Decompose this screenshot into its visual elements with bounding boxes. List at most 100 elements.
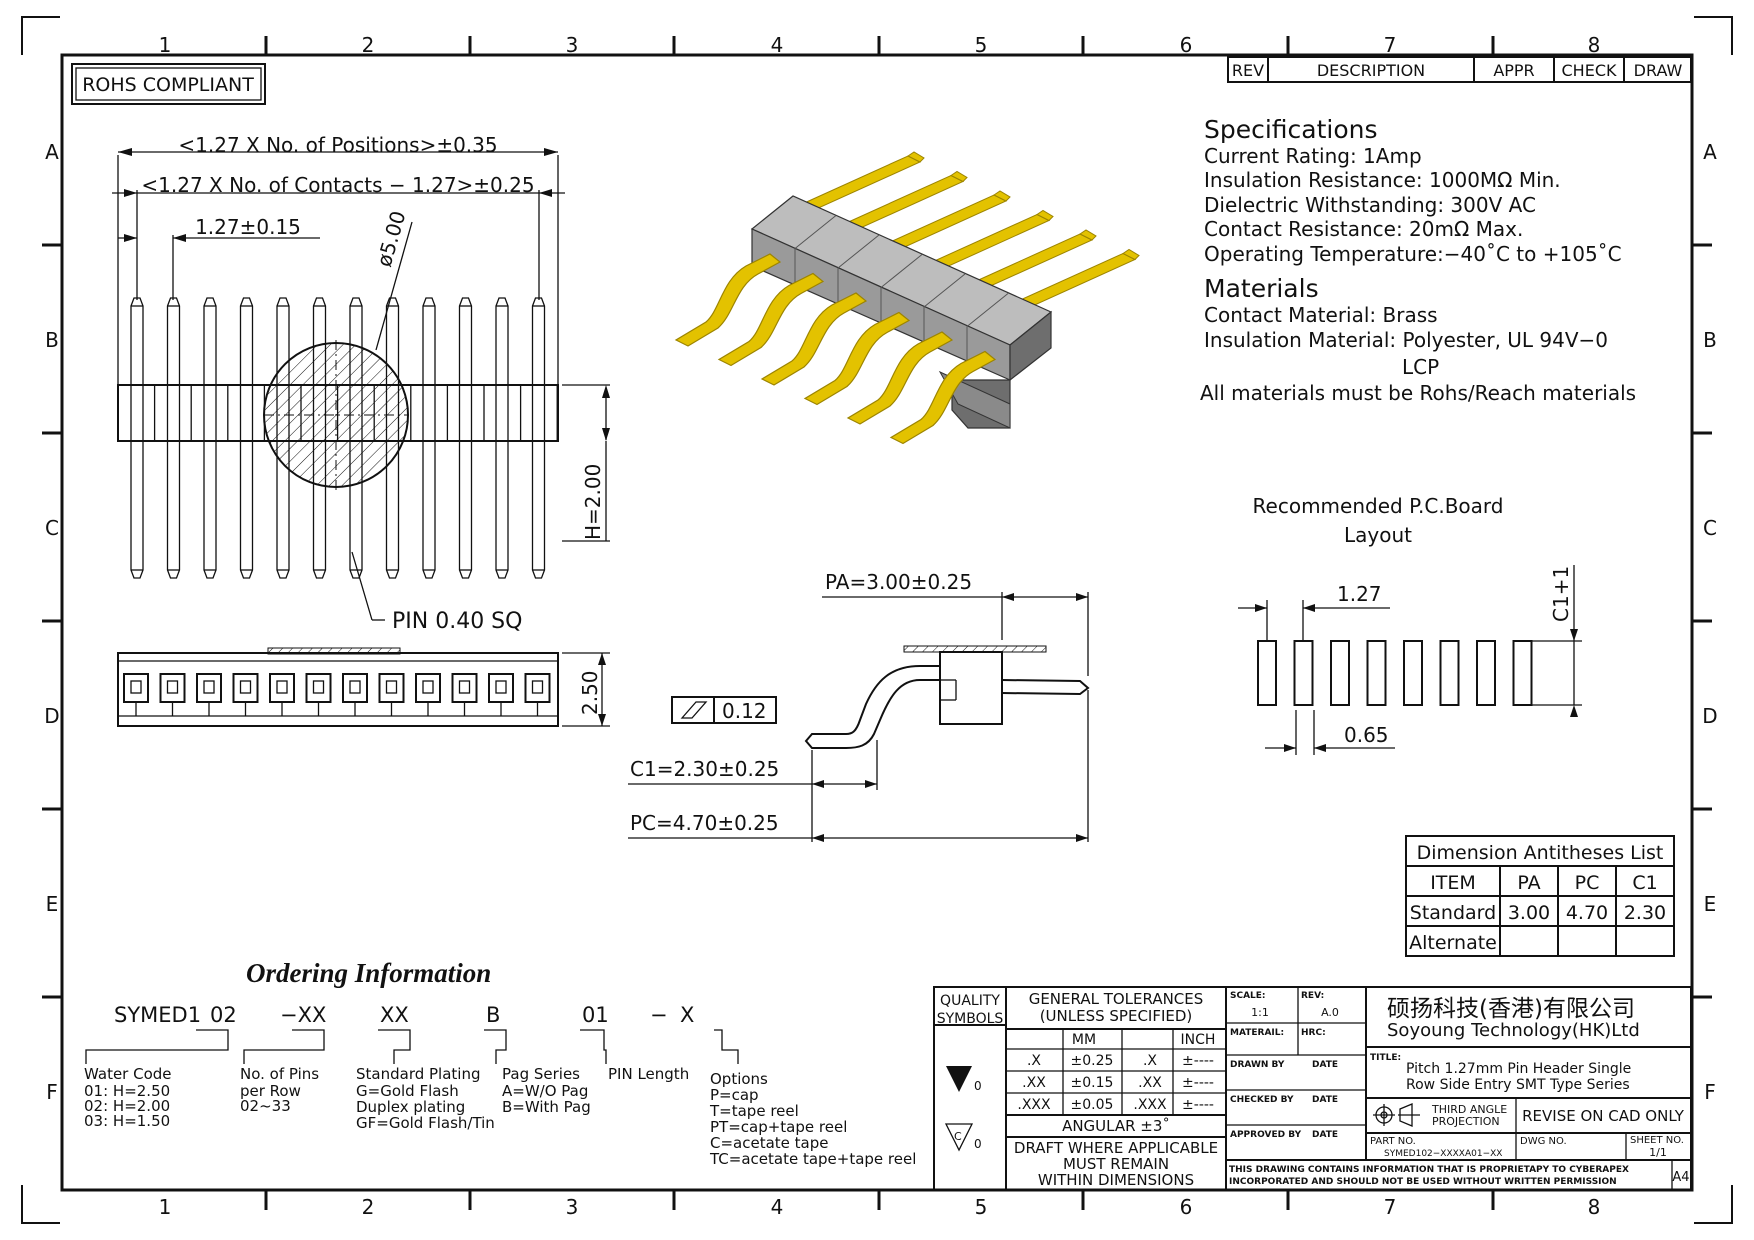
contact-pin-smt-lead: [803, 311, 911, 406]
sheet-number: 1/1: [1649, 1146, 1667, 1159]
pcb-pad: [1403, 640, 1423, 706]
pcb-layout-subtitle: Layout: [1344, 523, 1412, 547]
pin-outline: [130, 297, 144, 579]
pcb-pad: [1476, 640, 1496, 706]
scale-label: SCALE:: [1230, 991, 1266, 1001]
order-option: per Row: [240, 1082, 301, 1100]
part-no-label: PART NO.: [1370, 1136, 1416, 1147]
body-height-dimension: 2.50: [578, 670, 602, 715]
order-option: P=cap: [710, 1086, 759, 1104]
order-code: 02: [210, 1003, 237, 1027]
order-option: 02: H=2.00: [84, 1097, 170, 1115]
projection-label: THIRD ANGLE: [1431, 1103, 1507, 1116]
pcb-pad: [1439, 640, 1460, 706]
tolerance-cell: .XXX: [1017, 1097, 1051, 1113]
pin-cavity: [159, 673, 186, 703]
material-line: All materials must be Rohs/Reach materia…: [1200, 381, 1636, 405]
pcb-layout-title: Recommended P.C.Board: [1253, 494, 1504, 518]
antitheses-cell: 2.30: [1624, 902, 1666, 924]
appr-header: APPR: [1493, 61, 1534, 80]
order-code: −XX: [280, 1003, 326, 1027]
tolerance-cell: ±0.05: [1071, 1097, 1114, 1113]
order-option: 02~33: [240, 1097, 291, 1115]
diameter-dimension: ø5.00: [372, 208, 411, 269]
draft-note: WITHIN DIMENSIONS: [1038, 1171, 1194, 1189]
contacts-dimension: <1.27 X No. of Contacts − 1.27>±0.25: [141, 173, 534, 197]
tolerance-cell: ±----: [1182, 1053, 1214, 1069]
bottom-view: 2.50: [117, 647, 610, 727]
zone-row-label: D: [1702, 704, 1717, 728]
tolerance-cell: ±----: [1182, 1097, 1214, 1113]
order-option: C=acetate tape: [710, 1134, 828, 1152]
order-option: 01: H=2.50: [84, 1082, 170, 1100]
tolerance-cell: .X: [1027, 1053, 1041, 1069]
quality-symbols-label: QUALITY: [940, 993, 1000, 1009]
order-option: PIN Length: [608, 1065, 689, 1083]
draw-header: DRAW: [1634, 61, 1683, 80]
front-view: <1.27 X No. of Positions>±0.35 <1.27 X N…: [112, 133, 610, 634]
company-name-en: Soyoung Technology(HK)Ltd: [1387, 1020, 1640, 1041]
contact-pin-smt-lead: [760, 292, 868, 386]
height-dimension: H=2.00: [581, 464, 605, 540]
pin-cavity: [378, 673, 405, 703]
connector-3d-view: [674, 151, 1140, 445]
spec-line: Operating Temperature:−40˚C to +105˚C: [1204, 242, 1622, 266]
order-code: SYMED1: [114, 1003, 201, 1027]
antitheses-header: ITEM: [1430, 872, 1476, 894]
pin-cavity: [488, 673, 514, 703]
antitheses-cell: 3.00: [1508, 902, 1550, 924]
quality-symbols-label: SYMBOLS: [937, 1011, 1004, 1027]
antitheses-title: Dimension Antitheses List: [1417, 842, 1664, 864]
side-profile-view: PA=3.00±0.25 0.12 C1=2.30±0.25 PC=4.70±0…: [628, 570, 1090, 842]
projection-label: PROJECTION: [1432, 1115, 1500, 1128]
pin-outline: [422, 297, 436, 579]
materials-heading: Materials: [1204, 274, 1319, 303]
pin-outline: [495, 297, 509, 579]
pcb-layout: Recommended P.C.Board Layout 1.27 C1+1 0…: [1238, 494, 1582, 755]
pin-size-label: PIN 0.40 SQ: [392, 609, 522, 634]
pcb-pad: [1330, 640, 1350, 706]
antitheses-cell: Alternate: [1409, 932, 1497, 954]
order-option: Duplex plating: [356, 1098, 465, 1116]
antitheses-table: Dimension Antitheses List ITEM PA PC C1 …: [1405, 835, 1675, 957]
pin-cavity: [269, 673, 295, 703]
order-code: XX: [380, 1003, 409, 1027]
scale-value: 1:1: [1251, 1006, 1269, 1019]
contact-pin-smt-lead: [717, 272, 825, 367]
zone-row-label: A: [45, 140, 59, 164]
zone-column-label: 3: [566, 33, 579, 57]
dwg-no-label: DWG NO.: [1520, 1136, 1567, 1147]
part-number: SYMED102−XXXXA01−XX: [1384, 1149, 1502, 1159]
angular-tolerance: ANGULAR ±3˚: [1062, 1117, 1170, 1135]
sheet-size: A4: [1672, 1170, 1689, 1185]
approved-by-label: APPROVED BY: [1230, 1130, 1302, 1140]
pcb-pad: [1257, 640, 1277, 706]
proprietary-notice: THIS DRAWING CONTAINS INFORMATION THAT I…: [1229, 1165, 1629, 1175]
order-option: Water Code: [84, 1065, 172, 1083]
date-label: DATE: [1312, 1095, 1338, 1105]
spec-line: Current Rating: 1Amp: [1204, 144, 1422, 168]
zone-row-label: B: [45, 328, 59, 352]
zone-row-label: D: [44, 704, 59, 728]
zone-row-label: F: [46, 1080, 58, 1104]
order-option: No. of Pins: [240, 1065, 319, 1083]
zone-row-label: E: [46, 892, 59, 916]
zone-column-label: 5: [975, 33, 988, 57]
svg-text:0: 0: [974, 1079, 982, 1093]
pin-outline: [166, 297, 181, 579]
order-option: Options: [710, 1070, 768, 1088]
order-option: T=tape reel: [709, 1102, 799, 1120]
order-code: B: [486, 1003, 500, 1027]
title-label: TITLE:: [1370, 1053, 1401, 1063]
tolerance-cell: .XX: [1138, 1075, 1162, 1091]
zone-row-label: A: [1703, 140, 1717, 164]
pin-outline: [458, 297, 473, 579]
material-line: Contact Material: Brass: [1204, 303, 1438, 327]
revise-note: REVISE ON CAD ONLY: [1522, 1107, 1685, 1125]
spec-line: Insulation Resistance: 1000MΩ Min.: [1204, 168, 1561, 192]
pin-outline: [239, 297, 254, 579]
ordering-information: Ordering Information SYMED1 02 −XX XX B …: [84, 958, 916, 1168]
order-option: 03: H=1.50: [84, 1112, 170, 1130]
pin-cavity: [342, 673, 368, 703]
tolerance-cell: ±----: [1182, 1075, 1214, 1091]
